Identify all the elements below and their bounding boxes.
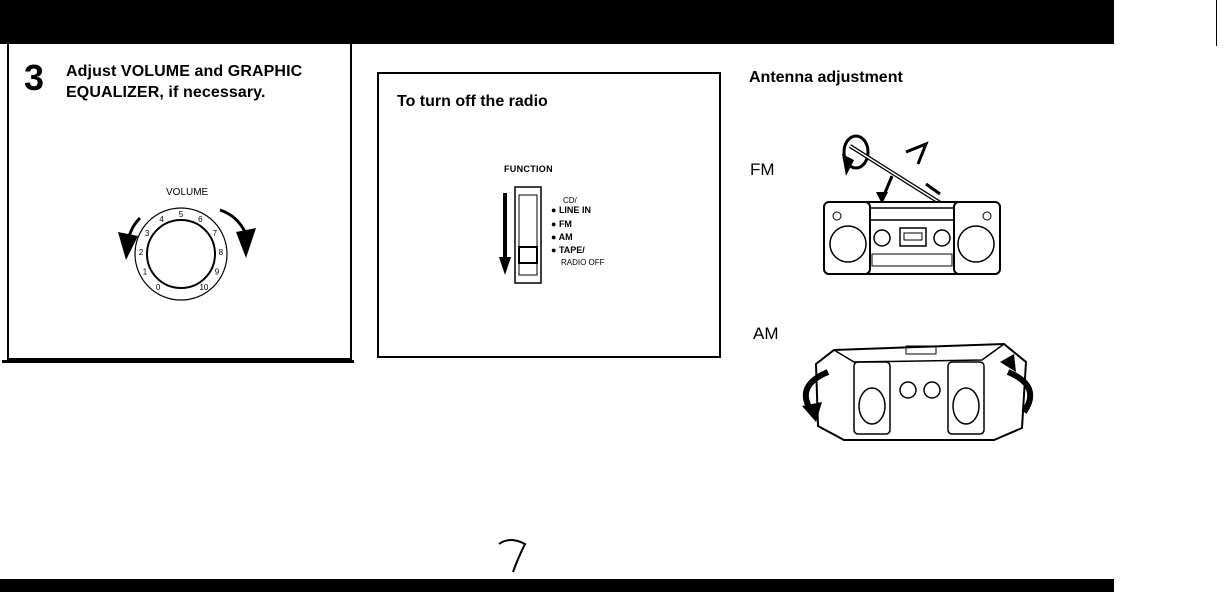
dial-tick-2: 2	[139, 248, 144, 257]
radio-off-title: To turn off the radio	[397, 93, 548, 111]
volume-dial-ticks: 01 2 34 5 6 7 8 9 10	[139, 210, 224, 292]
dial-tick-6: 6	[198, 215, 203, 224]
function-option-fm: ● FM	[551, 220, 572, 229]
volume-dial-illustration: VOLUME 01 2 34 5 6 7 8 9 10	[100, 180, 270, 320]
dial-tick-3: 3	[145, 229, 150, 238]
function-label: FUNCTION	[504, 164, 553, 174]
step-3-underline	[2, 360, 354, 363]
step-number: 3	[24, 60, 44, 96]
dial-tick-0: 0	[156, 283, 161, 292]
switch-direction-arrow	[503, 193, 507, 261]
dial-tick-5: 5	[179, 210, 184, 219]
function-switch-illustration	[498, 183, 548, 288]
function-option-am: ● AM	[551, 233, 573, 242]
fm-boombox-illustration	[820, 128, 1010, 278]
dial-tick-7: 7	[213, 229, 218, 238]
header-bar	[0, 0, 1114, 44]
step-3-line-2: EQUALIZER, if necessary.	[66, 82, 302, 103]
rotate-right-arrow	[220, 210, 246, 234]
page-number-mark	[496, 528, 546, 578]
dial-tick-4: 4	[159, 215, 164, 224]
function-option-tape: ● TAPE/	[551, 246, 585, 255]
am-label: AM	[753, 324, 779, 344]
step-3-line-1: Adjust VOLUME and GRAPHIC	[66, 61, 302, 82]
step-3-instruction: Adjust VOLUME and GRAPHIC EQUALIZER, if …	[66, 61, 302, 103]
am-boombox-illustration	[794, 332, 1044, 447]
function-option-radio-off: RADIO OFF	[561, 258, 605, 267]
dial-tick-1: 1	[143, 268, 148, 277]
fm-label: FM	[750, 160, 775, 180]
antenna-title: Antenna adjustment	[749, 69, 903, 87]
footer-bar	[0, 579, 1114, 592]
page-edge-line	[1216, 0, 1217, 46]
function-option-line-in: ● LINE IN	[551, 206, 591, 215]
radio-off-panel	[377, 72, 721, 358]
volume-dial-label: VOLUME	[166, 187, 209, 198]
dial-tick-9: 9	[215, 268, 220, 277]
dial-tick-8: 8	[219, 248, 224, 257]
function-option-cd: CD/	[563, 196, 577, 205]
dial-tick-10: 10	[199, 283, 208, 292]
